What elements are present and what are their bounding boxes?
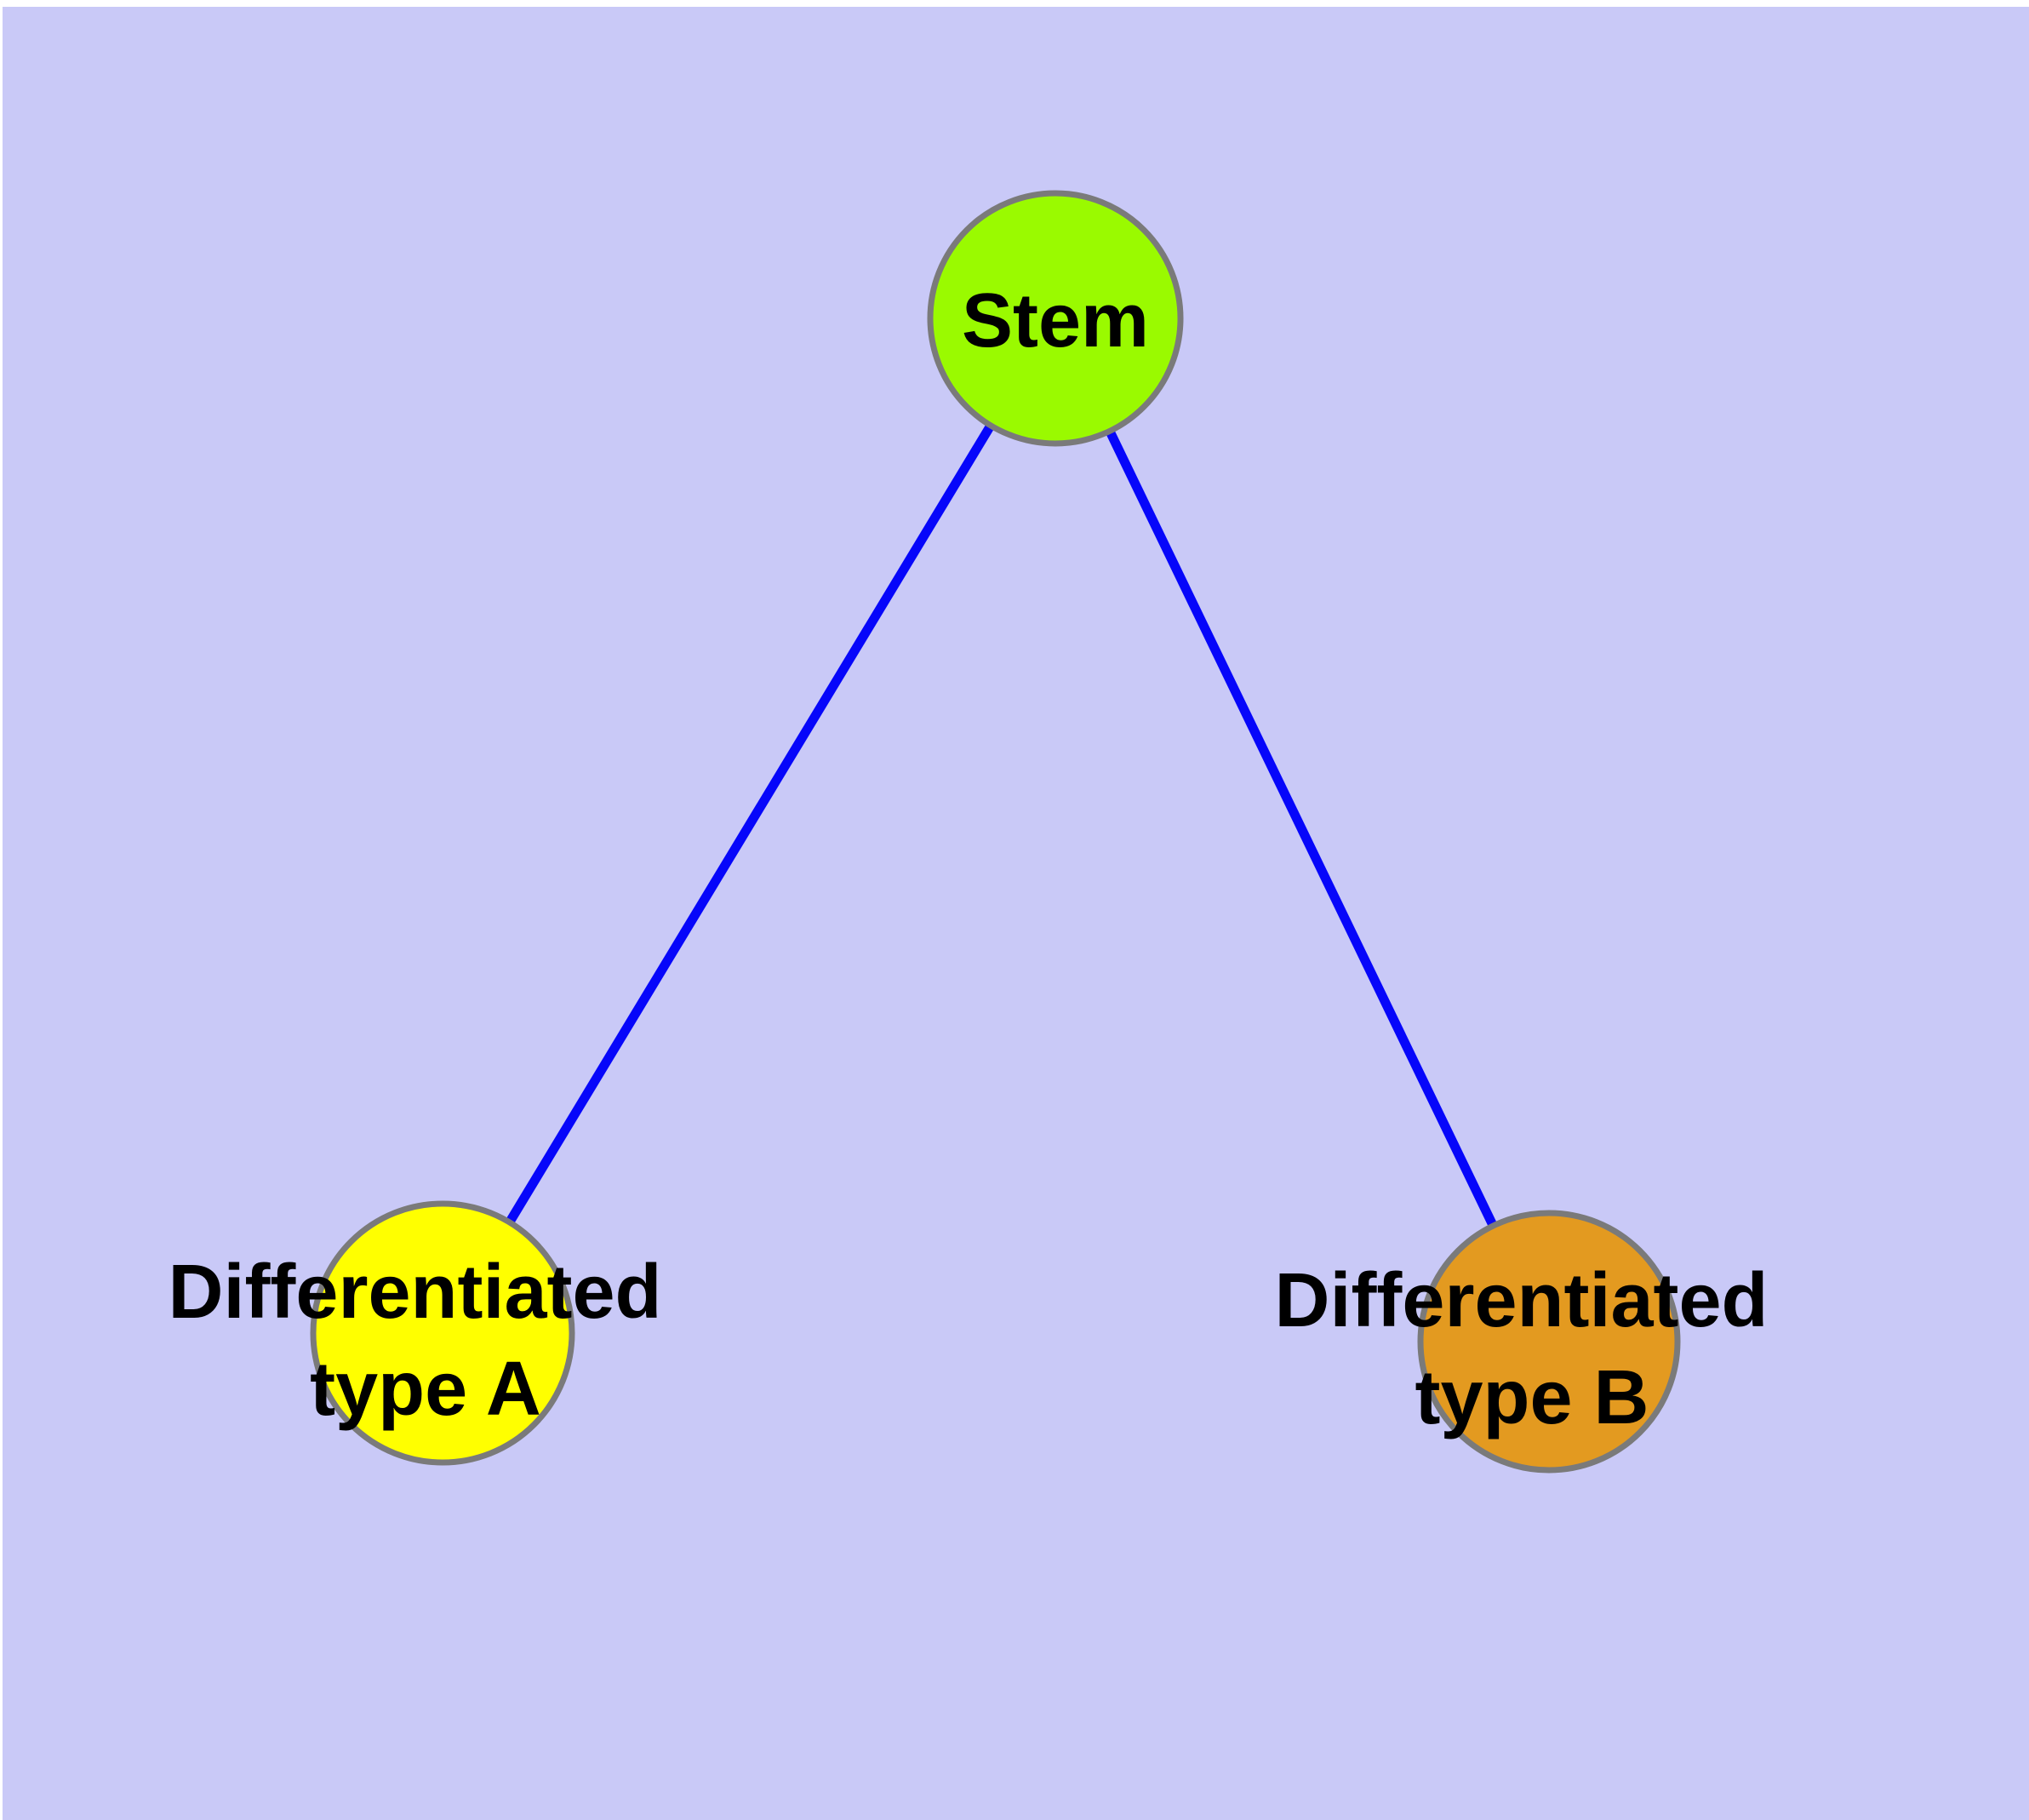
node-label-type-b-line2: type B	[1415, 1355, 1649, 1440]
node-label-stem: Stem	[962, 278, 1149, 363]
node-label-type-a: Differentiated type A	[168, 1250, 683, 1432]
node-label-type-a-line2: type A	[310, 1347, 541, 1432]
node-label-type-b: Differentiated type B	[1274, 1258, 1789, 1440]
node-label-type-b-line1: Differentiated	[1274, 1258, 1768, 1343]
edge-stem-to-type-a	[438, 316, 1060, 1336]
node-differentiated-type-a	[310, 1200, 575, 1466]
node-differentiated-type-b	[1417, 1210, 1681, 1474]
edge-stem-to-type-b	[1051, 316, 1553, 1344]
node-stem	[927, 190, 1184, 447]
node-label-type-a-line1: Differentiated	[168, 1250, 661, 1335]
